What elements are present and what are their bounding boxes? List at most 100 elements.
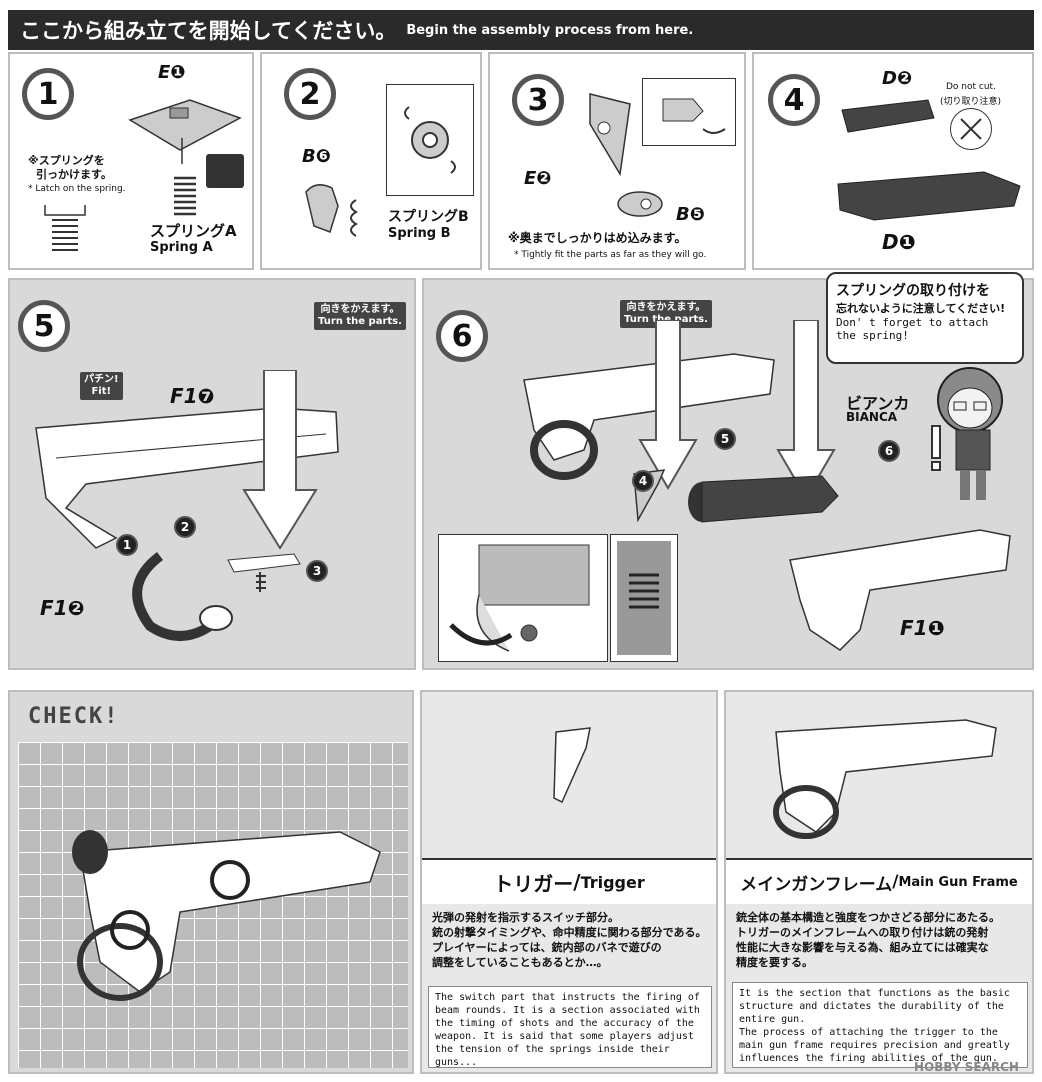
step3-part-b5-drawing <box>617 191 663 217</box>
step6-part-f11-label: F1❶ <box>900 616 945 640</box>
step6-arrow-icon <box>638 320 698 490</box>
do-not-cut-en: Do not cut. <box>946 82 996 92</box>
step1-note-jp-2: 引っかけます。 <box>36 168 112 181</box>
step4-part-d1-drawing <box>837 171 1021 221</box>
frame-title-jp: メインガンフレーム <box>740 874 893 895</box>
step5-fit-tag: パチン! Fit! <box>80 372 123 400</box>
trigger-part-icon <box>553 727 591 804</box>
check-panel: CHECK! <box>8 690 414 1074</box>
frame-jp-2: トリガーのメインフレームへの取り付けは銃の発射 <box>736 926 989 939</box>
do-not-cut-jp: (切り取り注意) <box>940 97 1002 107</box>
step5-turn-en: Turn the parts. <box>318 316 402 327</box>
step6-barrel-part-drawing <box>688 475 839 523</box>
frame-jp-3: 性能に大きな影響を与える為、組み立てには確実な <box>736 941 989 954</box>
step5-panel: 5 向きをかえます。 Turn the parts. パチン! Fit! F1❼… <box>8 278 416 670</box>
bianca-name-jp: ビアンカ <box>846 394 910 413</box>
step5-callout-2: 2 <box>174 516 196 538</box>
frame-en-5: main gun frame requires precision and gr… <box>739 1040 1010 1051</box>
step5-turn-jp: 向きをかえます。 <box>320 304 400 315</box>
bianca-name-en: BIANCA <box>846 410 898 424</box>
bianca-speech-bubble: スプリングの取り付けを 忘れないように注意してください! Don' t forg… <box>826 272 1024 364</box>
step4-part1-label: D❷ <box>882 68 913 89</box>
step6-callout-5: 5 <box>714 428 736 450</box>
step6-main-frame-drawing <box>789 529 1011 651</box>
bianca-bubble-jp-1: スプリングの取り付けを <box>836 283 990 299</box>
bianca-bubble-en-2: the spring! <box>836 329 909 342</box>
step6-closeup-left <box>438 534 608 662</box>
step2-closeup-box <box>386 84 474 196</box>
trigger-jp-2: 銃の射撃タイミングや、命中精度に関わる部分である。 <box>432 926 707 939</box>
step1-panel: 1 E❶ ※スプリングを 引っかけます。 * Latch on the spri… <box>8 52 254 270</box>
trigger-en-1: The switch part that instructs the firin… <box>435 992 700 1003</box>
step5-number: 5 <box>18 300 70 352</box>
step5-fit-jp: パチン! <box>84 374 119 385</box>
frame-panel: メインガンフレーム / Main Gun Frame 銃全体の基本構造と強度をつ… <box>724 690 1034 1074</box>
step6-frame-drawing <box>523 353 775 480</box>
header-en: Begin the assembly process from here. <box>406 22 694 38</box>
trigger-en-text: The switch part that instructs the firin… <box>428 986 712 1068</box>
step1-note-jp-1: ※スプリングを <box>28 154 105 167</box>
step1-part-label: E❶ <box>158 62 186 83</box>
step5-fit-en: Fit! <box>91 386 112 397</box>
step6-closeup-spring-icon <box>617 541 671 655</box>
step6-callout-4: 4 <box>632 470 654 492</box>
step5-callout-1: 1 <box>116 534 138 556</box>
trigger-en-2: beam rounds. It is a section associated … <box>435 1005 700 1016</box>
trigger-title-en: Trigger <box>580 872 645 892</box>
trigger-panel: トリガー / Trigger 光弾の発射を指示するスイッチ部分。 銃の射撃タイミ… <box>420 690 718 1074</box>
step3-note-en: * Tightly fit the parts as far as they w… <box>514 250 707 260</box>
step4-part2-label: D❶ <box>882 230 916 254</box>
frame-jp-4: 精度を要する。 <box>736 956 813 969</box>
main-frame-part-icon <box>773 719 997 839</box>
trigger-en-3: the timing of shots and the accuracy of … <box>435 1018 694 1029</box>
frame-en-text: It is the section that functions as the … <box>732 982 1028 1068</box>
do-not-cut-icon <box>950 108 992 150</box>
trigger-jp-4: 調整をしていることもあるとか…。 <box>432 956 608 969</box>
step3-closeup-icon <box>662 98 726 134</box>
step1-spring-diagram-icon <box>44 205 86 251</box>
spring-a-icon <box>174 176 196 216</box>
step5-callout-3: 3 <box>306 560 328 582</box>
frame-en-2: structure and dictates the durability of… <box>739 1001 1004 1012</box>
step1-part-e1-drawing <box>128 99 242 164</box>
exclamation-icon <box>931 425 941 471</box>
step4-part-d2-drawing <box>841 99 935 133</box>
frame-en-1: It is the section that functions as the … <box>739 988 1010 999</box>
step3-panel: 3 E❷ B❺ ※奥までしっかりはめ込みます。 * Tightly fit th… <box>488 52 746 270</box>
spring-a-label-en: Spring A <box>150 240 213 255</box>
spring-b-label-en: Spring B <box>388 226 451 241</box>
step2-number: 2 <box>284 68 336 120</box>
step4-panel: 4 D❷ Do not cut. (切り取り注意) D❶ <box>752 52 1034 270</box>
page-header: ここから組み立てを開始してください。 Begin the assembly pr… <box>8 10 1034 50</box>
spring-a-closeup-icon <box>206 154 244 188</box>
frame-title-en: Main Gun Frame <box>898 874 1018 890</box>
step3-number: 3 <box>512 74 564 126</box>
frame-title-bar: メインガンフレーム / Main Gun Frame <box>726 858 1032 904</box>
trigger-title-sep: / <box>573 870 581 894</box>
step1-note-en: * Latch on the spring. <box>28 184 126 194</box>
trigger-jp-3: プレイヤーによっては、銃内部のバネで遊びの <box>432 941 662 954</box>
step2-part-b6-drawing <box>305 184 358 237</box>
step6-number: 6 <box>436 310 488 362</box>
step5-spring-part-drawing <box>227 553 301 592</box>
spring-b-closeup-icon <box>404 106 456 174</box>
step6-turn-jp: 向きをかえます。 <box>626 302 706 313</box>
frame-en-6: influences the firing abilities of the g… <box>739 1053 998 1064</box>
step5-part-f12-label: F1❷ <box>40 596 85 620</box>
step6-callout-6: 6 <box>878 440 900 462</box>
step5-turn-tag: 向きをかえます。 Turn the parts. <box>314 302 406 330</box>
step6-right-arrow-icon <box>776 320 836 500</box>
check-title: CHECK! <box>28 704 120 729</box>
step6-panel: 6 向きをかえます。 Turn the parts. 4 5 6 <box>422 278 1034 670</box>
spring-a-label-jp: スプリングA <box>150 222 237 240</box>
bianca-bubble-en-1: Don' t forget to attach <box>836 316 989 329</box>
watermark-logo: HOBBY SEARCH <box>914 1060 1019 1074</box>
frame-en-4: The process of attaching the trigger to … <box>739 1027 998 1038</box>
step2-part-label: B❻ <box>302 146 331 167</box>
step5-trigger-guard-drawing <box>132 552 233 641</box>
trigger-jp-1: 光弾の発射を指示するスイッチ部分。 <box>432 911 619 924</box>
step1-number: 1 <box>22 68 74 120</box>
spring-b-label-jp: スプリングB <box>388 209 469 225</box>
step6-closeup-trigger-icon <box>449 544 590 652</box>
step6-closeup-right <box>610 534 678 662</box>
